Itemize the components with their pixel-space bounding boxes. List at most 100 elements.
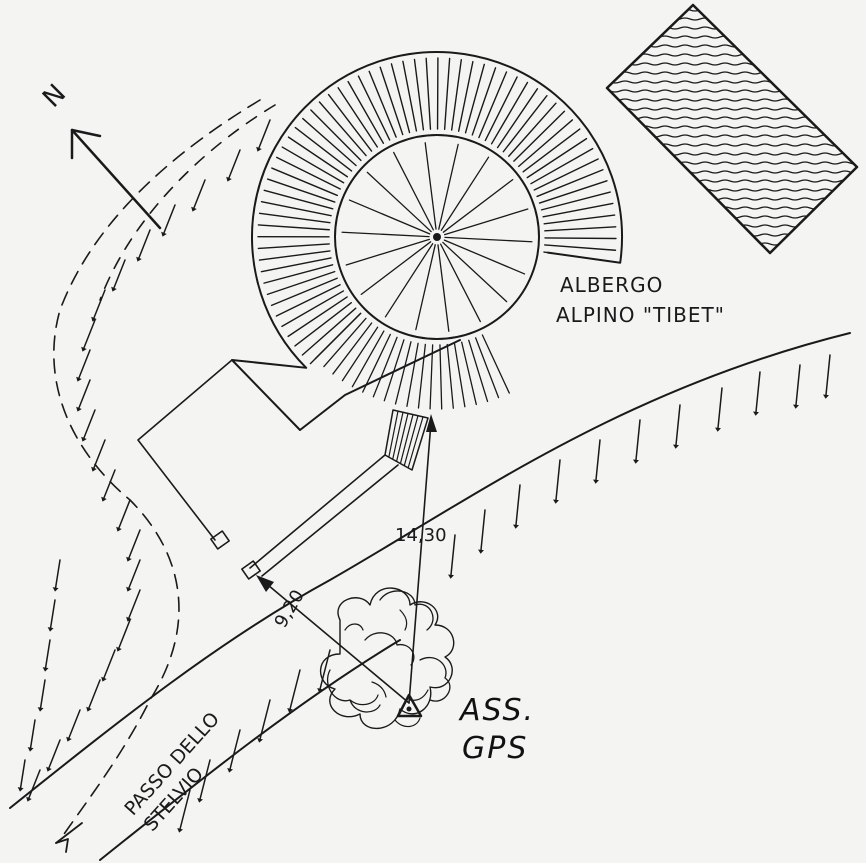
dome-ray [438,143,459,230]
slope-tick [83,409,96,439]
roof-ray [513,110,566,162]
dome-center-point [433,233,441,241]
dome-ray [437,244,450,332]
annex-ray [314,312,362,360]
slope-tick-head [448,574,454,579]
roof-ray [258,212,331,224]
building-label-line1: ALBERGO [560,273,663,297]
slope-tick-head [37,707,44,712]
slope-tick-head [52,587,59,592]
hotel-outer-outline [231,51,623,431]
slope-tick [480,509,486,551]
roof-ray [263,264,334,284]
slope-tick [118,619,131,649]
roof-ray [294,126,353,172]
roof-ray [379,66,404,136]
slope-tick [118,499,131,529]
stair-tread [407,416,424,469]
slope-tick-head [191,206,197,212]
slope-tick-head [116,526,122,532]
roof-ray [287,136,349,178]
slope-tick-head [673,444,679,449]
annex-ray [341,326,379,382]
roof-ray [266,270,336,296]
slope-tick [228,149,241,179]
slope-tick [635,419,641,461]
marker-label-line1: ASS. [458,693,535,728]
slope-tick [163,204,176,234]
slope-tick [103,469,116,499]
slope-tick-head [76,406,82,412]
dome-ray [366,171,432,233]
marker-label-line2: GPS [462,731,528,766]
slope-tick-head [86,706,92,712]
slope-tick-head [287,708,294,713]
annex-ray [323,317,367,368]
roof-ray [478,71,508,139]
slope-tick [193,179,206,209]
slope-tick-head [66,736,72,742]
dome-ray [415,244,436,331]
slope-tick-head [76,376,82,382]
annex-ray [461,341,477,406]
slope-tick-head [177,828,184,833]
stair-tread [392,411,404,460]
dome-ray [443,208,529,236]
slope-tick-head [793,404,799,409]
slope-tick-head [478,549,484,554]
slope-tick-head [126,586,132,592]
road-direction-arrow-shaft [55,822,83,844]
slope-tick [128,589,141,619]
roof-ray [271,167,339,197]
slope-tick-head [81,436,87,442]
dome-ray [424,142,437,230]
slope-tick-head [317,688,324,693]
annex-ray [383,339,405,402]
dome-ray [348,199,431,235]
roof-ray [544,244,617,251]
roof-ray [257,243,330,250]
slope-tick-head [256,146,262,152]
roof-ray [263,189,334,210]
roof-ray [471,67,497,136]
roof-ray [402,60,418,132]
distance-label-1: 14,30 [395,525,447,546]
dome-ray [393,151,435,231]
roof-ray [517,119,574,168]
roof-ray [538,180,608,204]
roof-ray [536,169,604,198]
slope-tick [825,354,831,396]
roof-ray [275,283,341,317]
slope-tick-head [27,747,34,752]
stair-tread [395,412,409,463]
slope-tick-head [633,459,639,464]
dome-ray [444,236,533,243]
roof-ray [357,75,391,141]
roof-ray [533,158,599,191]
roof-ray [287,296,348,338]
roof-ray [543,214,616,225]
slope-tick-head [823,394,829,399]
slope-tick [128,559,141,589]
slope-tick [68,709,81,739]
annex-ray [474,337,500,399]
slope-tick [28,769,41,799]
slope-tick-head [136,256,142,262]
slope-tick [103,649,116,679]
roof-ray [310,109,362,162]
slope-tick-head [101,496,107,502]
roof-ray [450,58,463,131]
slope-tick-head [17,787,24,792]
slope-tick-head [197,798,204,803]
measurement-lines [256,414,437,704]
roof-ray [502,94,548,153]
roof-ray [368,70,397,138]
annex-ray [453,342,466,408]
slope-tick [595,439,601,481]
property-walls [137,359,399,580]
slope-tick [795,364,801,406]
roof-ray [302,117,357,167]
dome-ray [345,238,431,266]
slope-tick [717,387,723,429]
slope-tick [39,679,46,709]
